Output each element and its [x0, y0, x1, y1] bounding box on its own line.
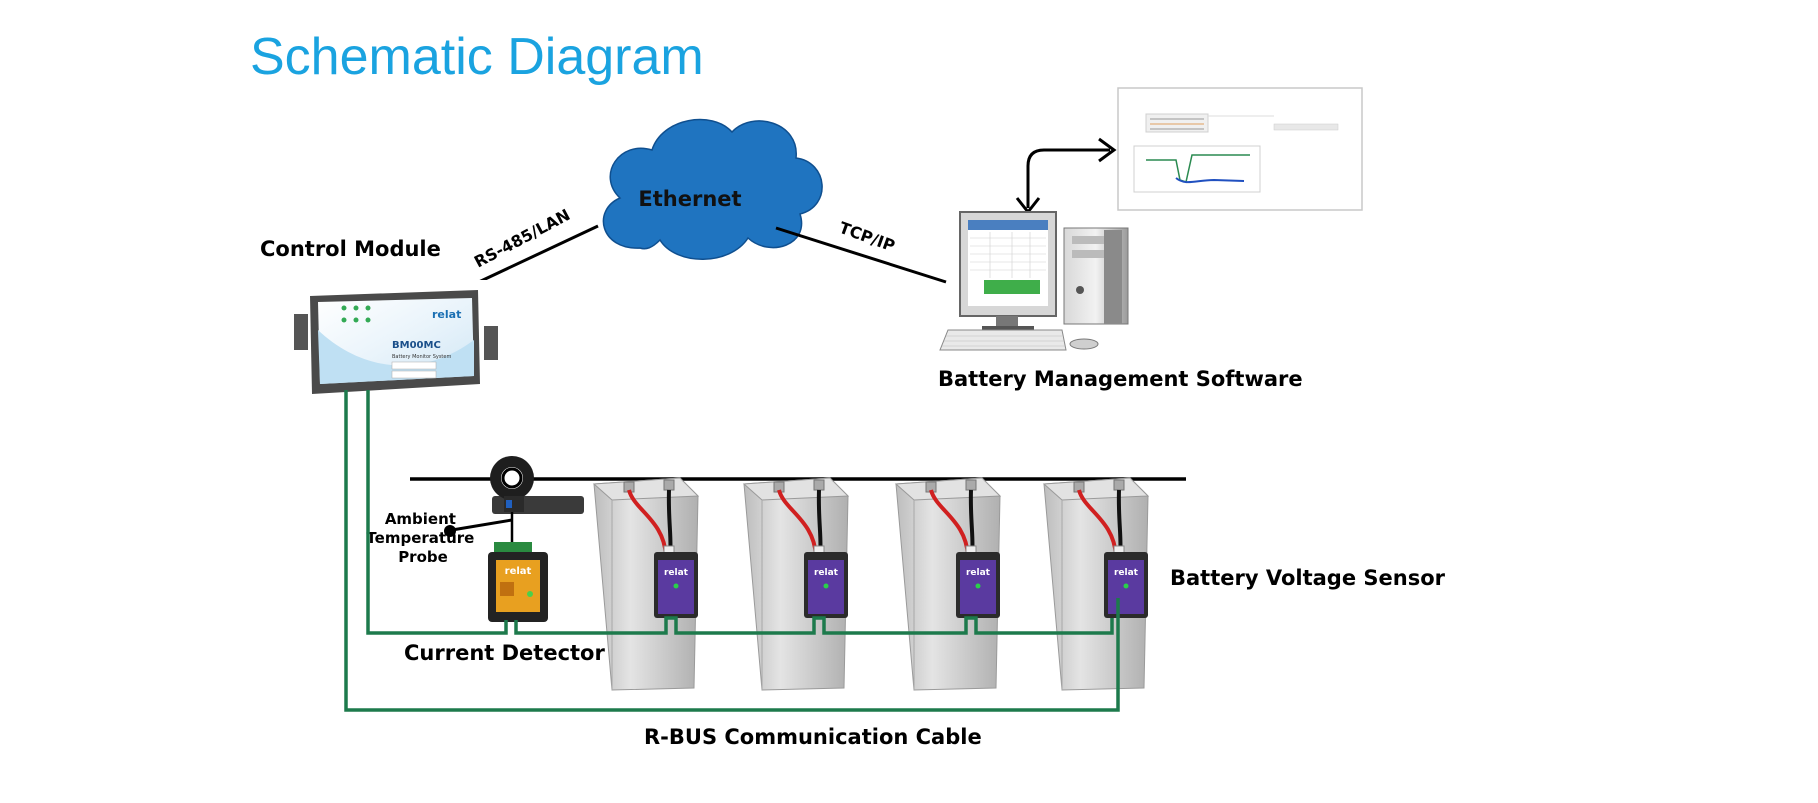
module-subtitle: Battery Monitor System — [392, 354, 451, 360]
computer-workstation — [939, 211, 1129, 351]
temp-probe-wire — [451, 518, 513, 532]
software-label: Battery Management Software — [938, 367, 1303, 391]
battery-voltage-sensor: relat — [1104, 545, 1148, 618]
control-module-device: relat BM00MC Battery Monitor System — [290, 280, 502, 400]
ethernet-cloud: Ethernet — [602, 118, 823, 260]
battery-unit: relat — [894, 477, 1002, 691]
detector-brand-logo: relat — [505, 566, 532, 577]
module-brand-logo: relat — [432, 308, 461, 321]
control-module-label: Control Module — [260, 237, 441, 261]
current-detector-device: relat — [488, 542, 548, 622]
battery-voltage-sensor: relat — [654, 545, 698, 618]
battery-voltage-sensor: relat — [956, 545, 1000, 618]
battery-voltage-sensor: relat — [804, 545, 848, 618]
current-clamp — [490, 456, 584, 514]
sensor-brand-logo: relat — [814, 568, 839, 578]
ethernet-label: Ethernet — [638, 187, 741, 211]
temp-probe-label: Ambient Temperature Probe — [366, 510, 479, 566]
rbus-cable-label: R-BUS Communication Cable — [644, 725, 982, 749]
rbus-cable — [344, 390, 1120, 712]
voltage-sensor-label: Battery Voltage Sensor — [1170, 566, 1446, 590]
software-screenshot-popup — [1117, 87, 1363, 211]
module-leds — [341, 305, 371, 323]
diagram-title: Schematic Diagram — [250, 28, 704, 86]
battery-unit: relat — [1042, 477, 1150, 691]
module-model-label: BM00MC — [392, 340, 441, 351]
current-detector-label: Current Detector — [404, 641, 605, 665]
sensor-brand-logo: relat — [664, 568, 689, 578]
tcpip-link-line — [775, 226, 947, 284]
battery-unit: relat — [592, 477, 700, 691]
battery-unit: relat — [742, 477, 850, 691]
sensor-brand-logo: relat — [1114, 568, 1139, 578]
temp-probe-tip — [444, 525, 456, 537]
rs485-link-line — [465, 224, 599, 290]
battery-string: relat relat relat relat — [592, 477, 1150, 691]
screenshot-link-arrow — [1026, 148, 1110, 208]
sensor-brand-logo: relat — [966, 568, 991, 578]
